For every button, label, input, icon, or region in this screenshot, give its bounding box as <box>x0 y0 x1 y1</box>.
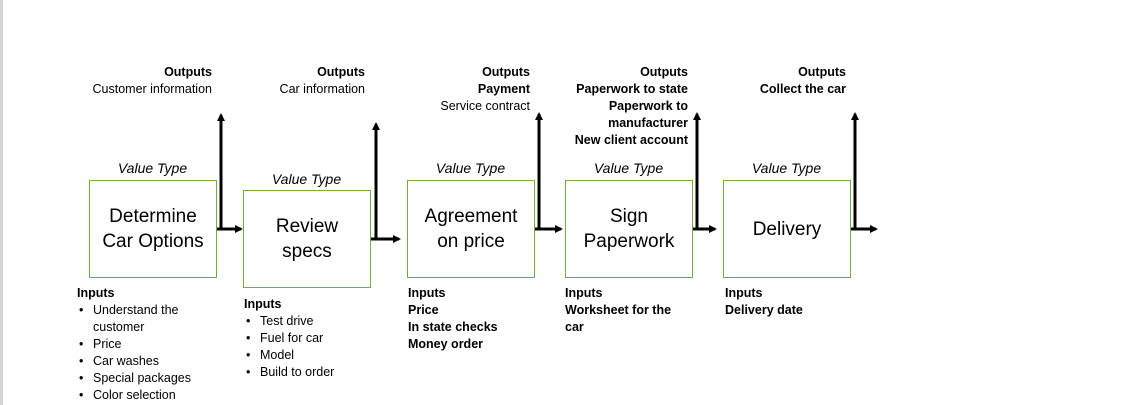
outputs-title: Outputs <box>317 65 365 79</box>
inputs-block-5: Inputs Delivery date <box>725 285 865 319</box>
outputs-title: Outputs <box>482 65 530 79</box>
left-edge-divider <box>0 0 3 405</box>
input-item: Price <box>79 336 217 353</box>
inputs-block-3: Inputs Price In state checks Money order <box>408 285 548 353</box>
output-item: New client account <box>574 133 688 147</box>
value-type-label-5: Value Type <box>751 160 822 176</box>
outputs-title: Outputs <box>798 65 846 79</box>
output-item: Customer information <box>92 82 213 96</box>
outputs-block-3: Outputs Payment Service contract <box>390 64 530 115</box>
outputs-block-2: Outputs Car information <box>195 64 365 98</box>
output-item: Paperwork to state <box>576 82 688 96</box>
input-item: Price <box>408 303 439 317</box>
value-type-label-1: Value Type <box>117 160 188 176</box>
step-box-review-specs: Review specs <box>243 190 371 288</box>
inputs-title: Inputs <box>565 286 603 300</box>
output-item: Payment <box>477 82 530 96</box>
input-item: Worksheet for the car <box>565 303 672 334</box>
inputs-title: Inputs <box>408 286 446 300</box>
input-item: Money order <box>408 337 484 351</box>
value-type-label-4: Value Type <box>593 160 664 176</box>
input-item: Color selection <box>79 387 217 404</box>
inputs-block-1: Inputs Understand the customer Price Car… <box>77 285 217 404</box>
outputs-block-5: Outputs Collect the car <box>700 64 846 98</box>
value-type-label-3: Value Type <box>435 160 506 176</box>
output-item: Collect the car <box>759 82 846 96</box>
step-box-sign-paperwork: Sign Paperwork <box>565 180 693 278</box>
input-item: In state checks <box>408 320 498 334</box>
input-item: Fuel for car <box>246 330 384 347</box>
outputs-block-1: Outputs Customer information <box>40 64 213 98</box>
inputs-title: Inputs <box>77 286 115 300</box>
inputs-title: Inputs <box>725 286 763 300</box>
inputs-block-4: Inputs Worksheet for the car <box>565 285 693 336</box>
outputs-title: Outputs <box>164 65 212 79</box>
value-type-label-2: Value Type <box>271 171 342 187</box>
output-item: Car information <box>279 82 365 96</box>
output-item: Paperwork to manufacturer <box>608 99 688 130</box>
output-item: Service contract <box>440 99 530 113</box>
input-item: Understand the customer <box>79 302 217 336</box>
inputs-block-2: Inputs Test drive Fuel for car Model Bui… <box>244 296 384 381</box>
input-item: Car washes <box>79 353 217 370</box>
input-item: Model <box>246 347 384 364</box>
inputs-title: Inputs <box>244 297 282 311</box>
input-item: Delivery date <box>725 303 803 317</box>
step-box-determine-car-options: Determine Car Options <box>89 180 217 278</box>
outputs-title: Outputs <box>640 65 688 79</box>
step-box-agreement-on-price: Agreement on price <box>407 180 535 278</box>
outputs-block-4: Outputs Paperwork to state Paperwork to … <box>560 64 688 149</box>
input-item: Build to order <box>246 364 384 381</box>
input-item: Special packages <box>79 370 217 387</box>
step-box-delivery: Delivery <box>723 180 851 278</box>
input-item: Test drive <box>246 313 384 330</box>
